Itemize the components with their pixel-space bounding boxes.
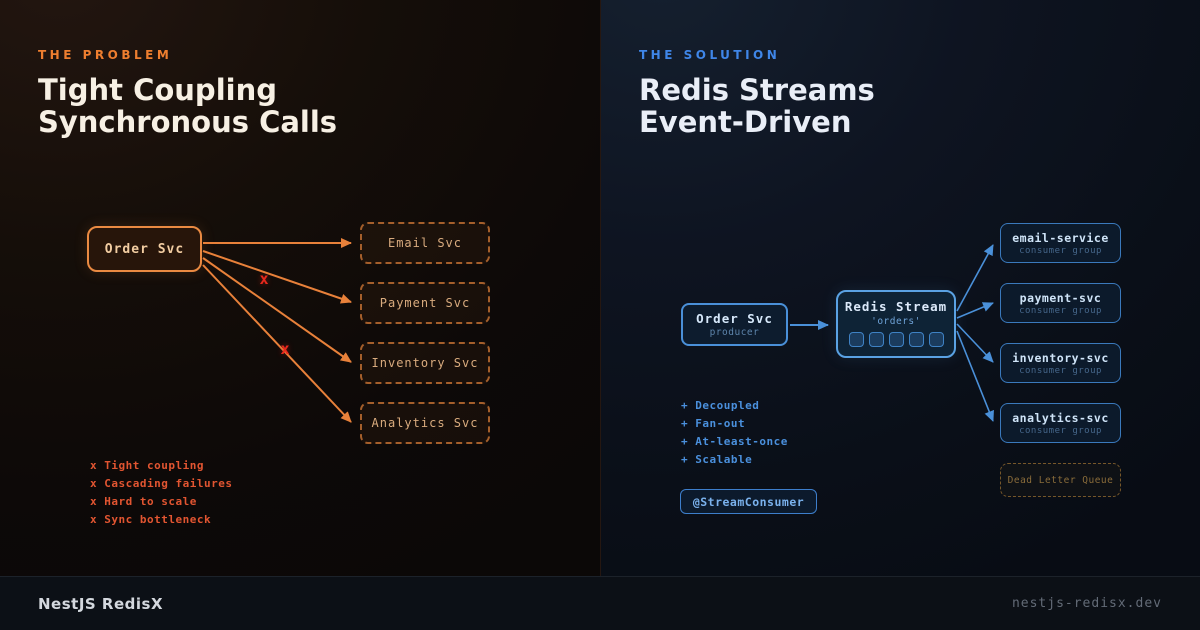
problem-panel: THE PROBLEM Tight Coupling Synchronous C… — [0, 0, 600, 576]
consumer-payment-node: payment-svc consumer group — [1000, 283, 1121, 323]
stream-entries — [848, 332, 944, 347]
stream-title: Redis Stream — [844, 299, 948, 314]
stream-subtitle: 'orders' — [871, 316, 921, 327]
consumer-title: email-service — [1012, 230, 1109, 245]
failure-x-icon: x — [280, 340, 290, 358]
failure-x-icon: x — [259, 270, 269, 288]
solution-title-line1: Redis Streams — [639, 73, 875, 107]
benefit-item: + At-least-once — [681, 435, 788, 448]
footer-bar: NestJS RedisX nestjs-redisx.dev — [0, 576, 1200, 630]
consumer-title: inventory-svc — [1012, 350, 1109, 365]
solution-panel: THE SOLUTION Redis Streams Event-Driven … — [600, 0, 1200, 576]
problem-issues-list: x Tight coupling x Cascading failures x … — [90, 457, 232, 529]
dead-letter-queue-node: Dead Letter Queue — [1000, 463, 1121, 497]
problem-eyebrow: THE PROBLEM — [38, 48, 173, 62]
consumer-subtitle: consumer group — [1019, 245, 1102, 256]
consumer-inventory-node: inventory-svc consumer group — [1000, 343, 1121, 383]
consumer-analytics-node: analytics-svc consumer group — [1000, 403, 1121, 443]
problem-title-line2: Synchronous Calls — [38, 105, 338, 139]
benefit-item: + Decoupled — [681, 399, 760, 412]
stream-entry — [868, 332, 884, 347]
consumer-email-node: email-service consumer group — [1000, 223, 1121, 263]
order-svc-node: Order Svc — [87, 226, 202, 272]
email-svc-node: Email Svc — [360, 222, 490, 264]
consumer-subtitle: consumer group — [1019, 365, 1102, 376]
producer-title: Order Svc — [696, 311, 773, 326]
solution-eyebrow: THE SOLUTION — [639, 48, 781, 62]
website-domain: nestjs-redisx.dev — [1011, 596, 1162, 611]
producer-node: Order Svc producer — [681, 303, 788, 346]
issue-item: x Tight coupling — [90, 459, 204, 472]
problem-title: Tight Coupling Synchronous Calls — [38, 74, 337, 138]
stream-entry — [848, 332, 864, 347]
stream-consumer-badge: @StreamConsumer — [680, 489, 817, 514]
consumer-title: analytics-svc — [1012, 410, 1109, 425]
redis-stream-node: Redis Stream 'orders' — [836, 290, 956, 358]
benefit-item: + Fan-out — [681, 417, 746, 430]
solution-benefits-list: + Decoupled + Fan-out + At-least-once + … — [681, 397, 788, 469]
issue-item: x Hard to scale — [90, 495, 197, 508]
stream-entry — [888, 332, 904, 347]
solution-title: Redis Streams Event-Driven — [639, 74, 875, 138]
consumer-subtitle: consumer group — [1019, 425, 1102, 436]
analytics-svc-node: Analytics Svc — [360, 402, 490, 444]
benefit-item: + Scalable — [681, 453, 753, 466]
inventory-svc-node: Inventory Svc — [360, 342, 490, 384]
stream-entry — [928, 332, 944, 347]
consumer-subtitle: consumer group — [1019, 305, 1102, 316]
consumer-title: payment-svc — [1019, 290, 1102, 305]
solution-title-line2: Event-Driven — [639, 105, 852, 139]
payment-svc-node: Payment Svc — [360, 282, 490, 324]
stream-entry — [908, 332, 924, 347]
problem-title-line1: Tight Coupling — [38, 73, 277, 107]
issue-item: x Cascading failures — [90, 477, 233, 490]
brand-name: NestJS RedisX — [38, 594, 164, 613]
producer-subtitle: producer — [709, 327, 760, 338]
issue-item: x Sync bottleneck — [90, 513, 212, 526]
